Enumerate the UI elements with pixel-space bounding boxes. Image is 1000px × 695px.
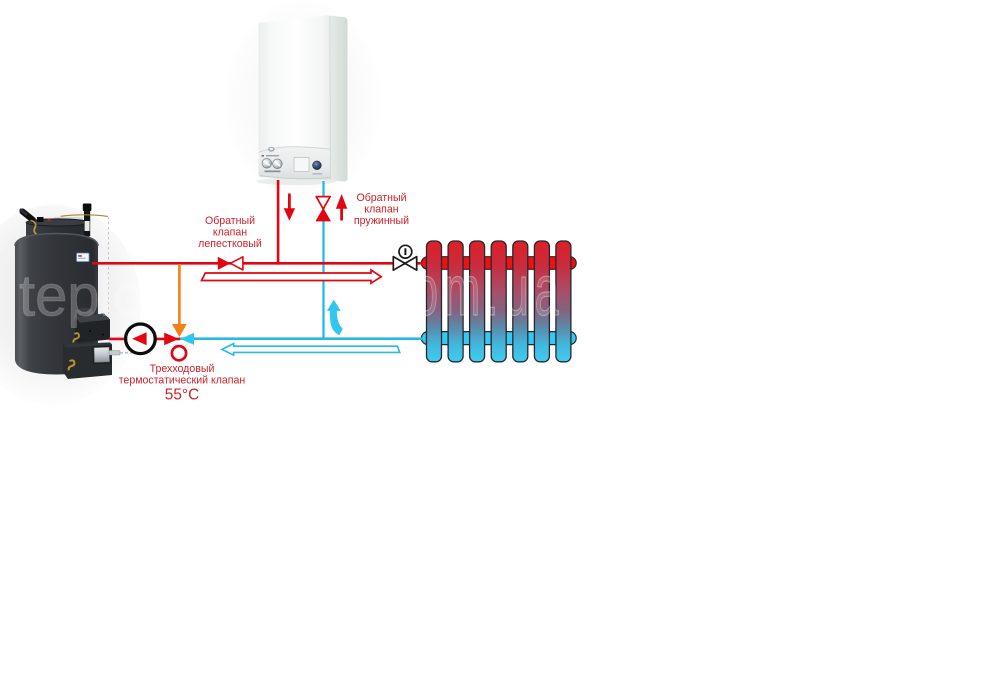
svg-text:55°С: 55°С	[165, 387, 199, 404]
svg-text:пружинный: пружинный	[354, 215, 409, 227]
svg-text:Трехходовый: Трехходовый	[150, 363, 215, 375]
svg-text:om.ua: om.ua	[414, 252, 565, 330]
svg-text:термостатический клапан: термостатический клапан	[119, 374, 246, 386]
svg-text:лепестковый: лепестковый	[198, 238, 262, 250]
svg-text:Обратный: Обратный	[356, 192, 406, 204]
svg-text:клапан: клапан	[364, 204, 398, 216]
svg-text:клапан: клапан	[213, 227, 247, 239]
svg-text:Обратный: Обратный	[205, 215, 255, 227]
svg-text:teplo: teplo	[19, 264, 145, 329]
